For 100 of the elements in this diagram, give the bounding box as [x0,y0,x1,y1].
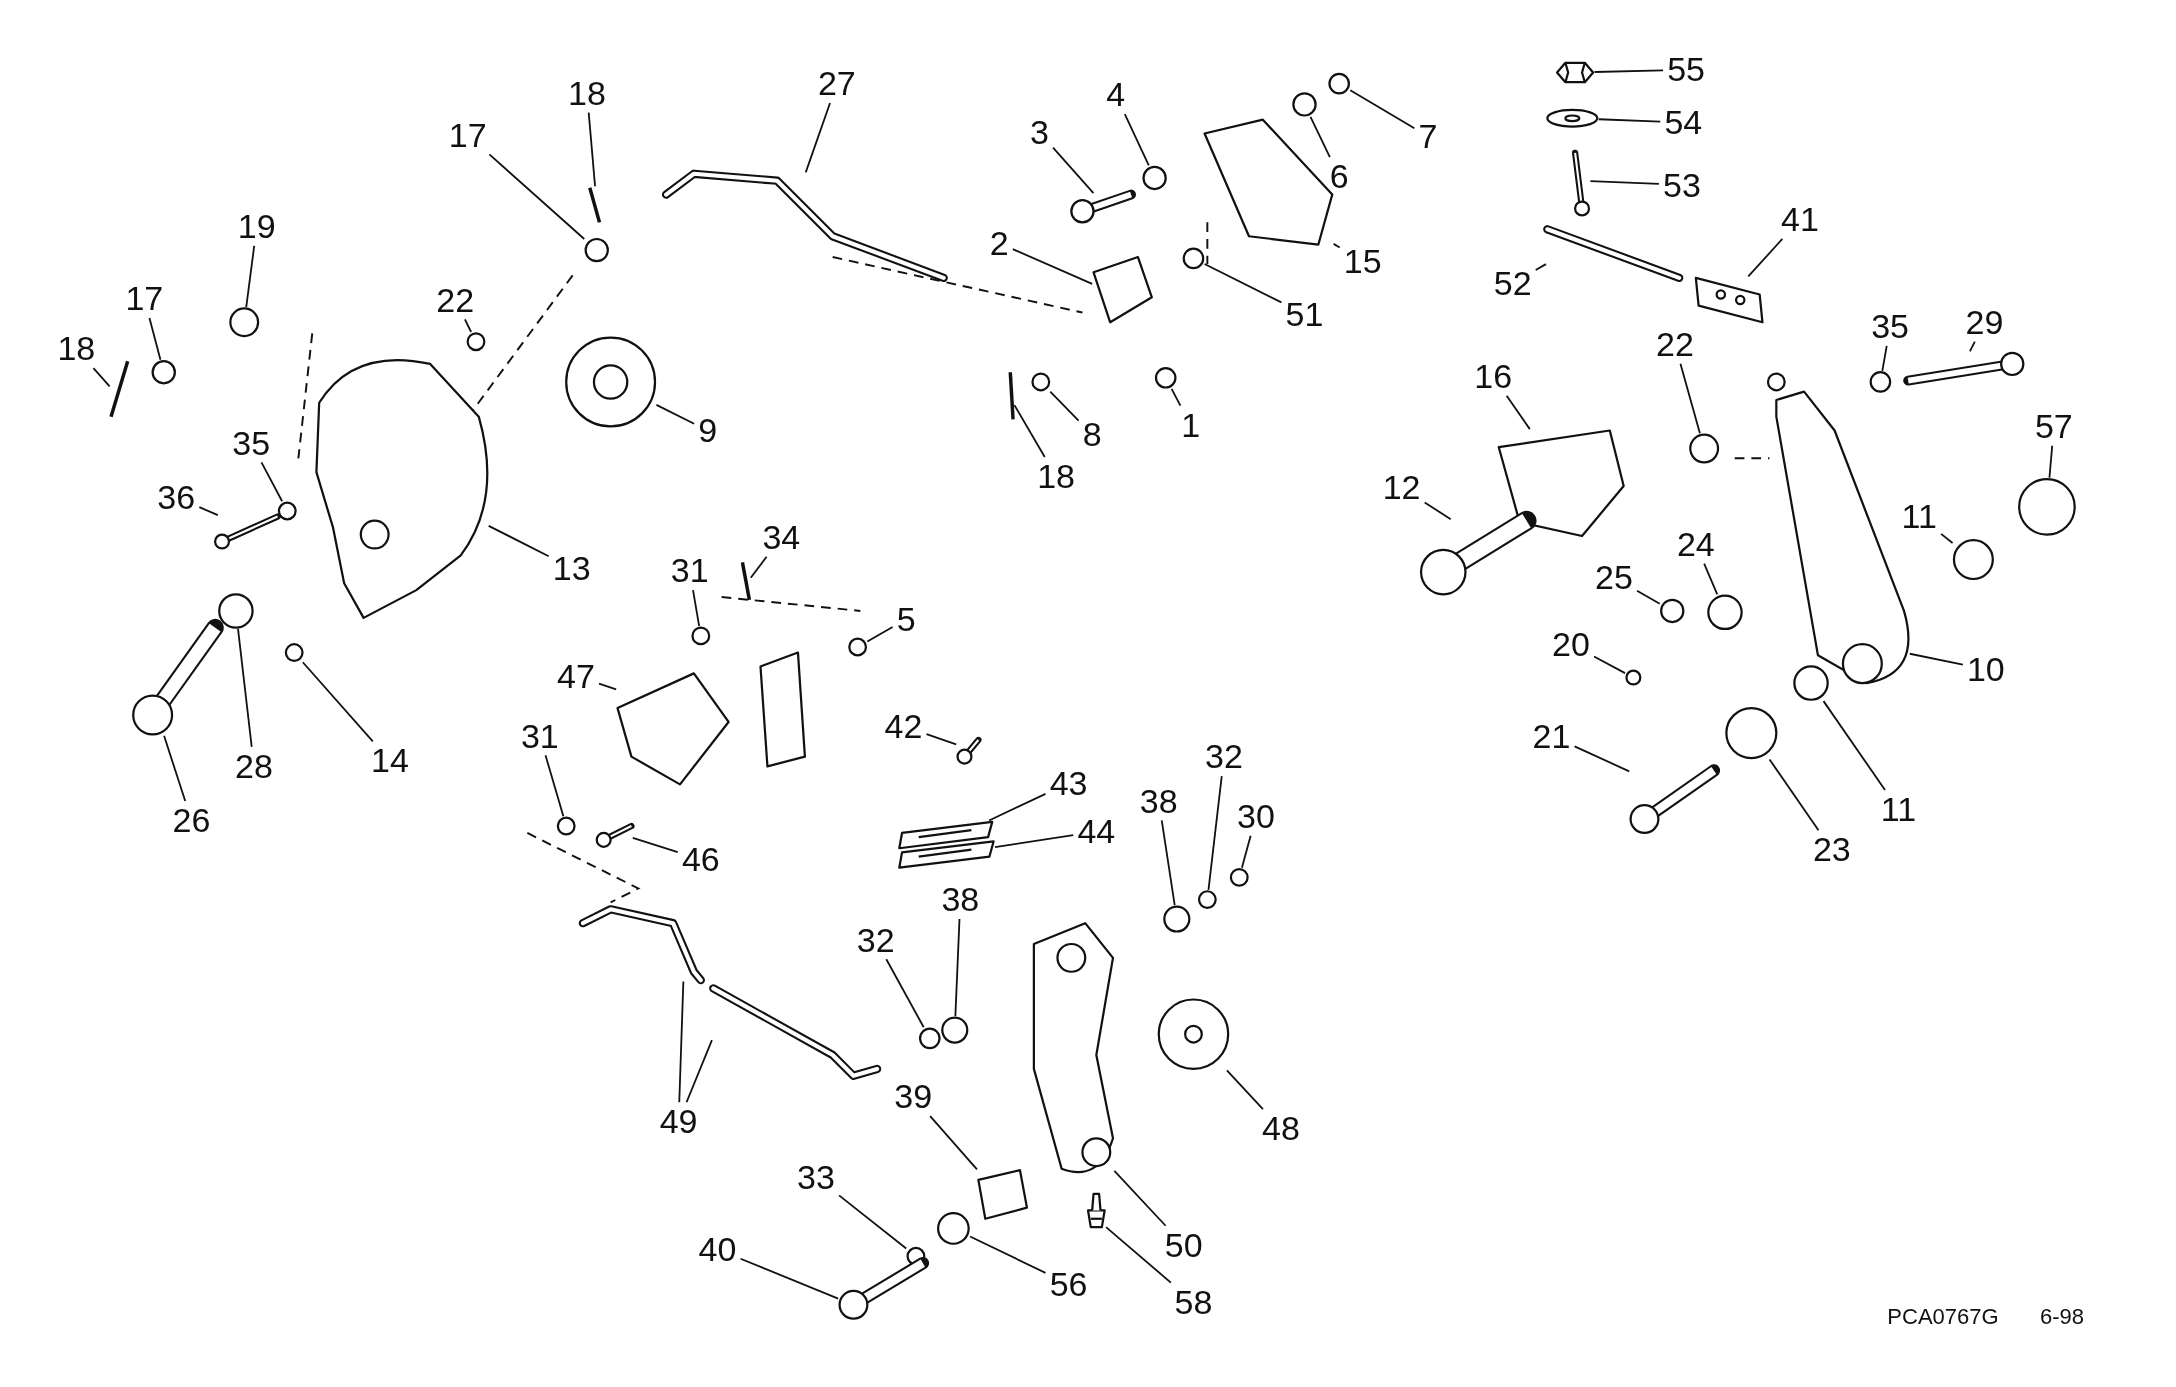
callout-number: 14 [371,742,409,779]
callout-number: 18 [568,74,606,111]
callout-number: 22 [1656,326,1694,363]
callout-number: 26 [172,802,211,839]
callout-number: 48 [1262,1110,1300,1147]
callout-number: 33 [797,1158,835,1195]
washer-drawing [1142,165,1167,191]
bushing-drawing [1163,905,1191,933]
leader-line [1881,344,1888,372]
callout-number: 29 [1965,303,2004,340]
bolt-drawing [1903,351,2025,386]
leader-line [866,626,894,643]
callout-number: 38 [1139,782,1178,819]
leader-line [954,918,961,1018]
nut-drawing [1869,371,1892,393]
leader-line [92,367,111,388]
callout-number: 58 [1174,1283,1213,1320]
leader-line [1052,146,1095,195]
leader-line [655,403,696,425]
leader-line [1309,116,1331,159]
leader-line [587,111,596,188]
washer-drawing [584,237,609,263]
leader-line [245,245,256,308]
bolt-drawing [956,736,982,765]
cotter-pin-drawing [1008,372,1015,420]
callout-number: 50 [1164,1226,1203,1263]
washer-drawing [565,336,657,428]
callout-number: 49 [659,1103,698,1140]
callout-number: 16 [1474,358,1513,395]
callout-number: 11 [1901,498,1937,535]
leader-line [598,682,618,691]
bolt-drawing [1629,764,1721,835]
callout-number: 20 [1552,625,1590,662]
callout-number: 9 [698,412,718,449]
nut-drawing [691,626,711,646]
nut-drawing [284,643,304,662]
bolt-drawing [1086,1192,1106,1229]
bushing-drawing [1952,539,1994,581]
callout-number: 7 [1418,118,1438,154]
callout-number: 36 [157,478,196,515]
leader-line [678,980,685,1104]
leader-line [1747,238,1784,278]
leader-line [692,589,701,628]
washer-drawing [218,593,254,629]
callout-number: 39 [894,1078,933,1115]
leader-line [2048,444,2054,479]
leader-line [631,836,679,853]
washer-drawing [1157,998,1230,1070]
callout-number: 52 [1493,265,1532,302]
leader-line [1332,242,1341,249]
leader-line [1049,390,1080,422]
callout-number: 40 [698,1230,737,1267]
leader-line [1703,562,1719,596]
nut-drawing [1292,92,1317,117]
callout-number: 57 [2034,408,2073,445]
leader-line [739,1257,840,1300]
callout-number: 42 [884,707,923,744]
bolt-drawing [838,1256,930,1320]
callout-number: 17 [125,280,164,317]
bushing-drawing [941,1016,969,1044]
leader-line [1969,340,1976,353]
callout-number: 46 [681,841,720,877]
bolt-drawing [1572,149,1591,217]
leader-line [544,754,565,818]
leader-line [929,1115,978,1171]
lever-drawing [1092,255,1153,324]
callout-number: 4 [1106,76,1126,113]
callout-number: 54 [1664,104,1703,141]
bolt-drawing [595,822,635,848]
leader-line [488,153,586,240]
bolt-drawing [1070,189,1136,224]
leader-line [1226,1069,1264,1111]
lever-drawing [315,358,489,619]
callout-number: 35 [232,424,271,461]
leader-line [1423,501,1452,521]
callout-number: 27 [817,65,856,102]
washer-drawing [151,360,176,385]
callout-number: 1 [1181,406,1201,443]
callout-number: 31 [520,717,559,754]
rod-drawing [578,905,705,985]
washer-drawing [1328,72,1350,95]
bushing-drawing [977,1169,1029,1220]
callout-number: 17 [448,116,487,153]
leader-line [198,506,219,517]
washer-drawing [1660,598,1685,624]
callout-number: 41 [1781,201,1819,238]
callout-number: 38 [941,881,980,918]
callout-number: 22 [436,281,475,318]
washer-drawing [1546,108,1599,128]
leader-line [260,461,283,503]
leader-line [1593,69,1664,73]
callout-number: 3 [1029,113,1049,150]
washer-drawing [1197,890,1217,909]
leader-line [1534,263,1547,271]
leader-line [804,102,831,174]
leader-line [487,524,550,558]
leader-line [988,793,1047,822]
leader-line [1505,394,1531,431]
callout-number: 51 [1285,295,1324,332]
leader-line [838,1194,908,1250]
